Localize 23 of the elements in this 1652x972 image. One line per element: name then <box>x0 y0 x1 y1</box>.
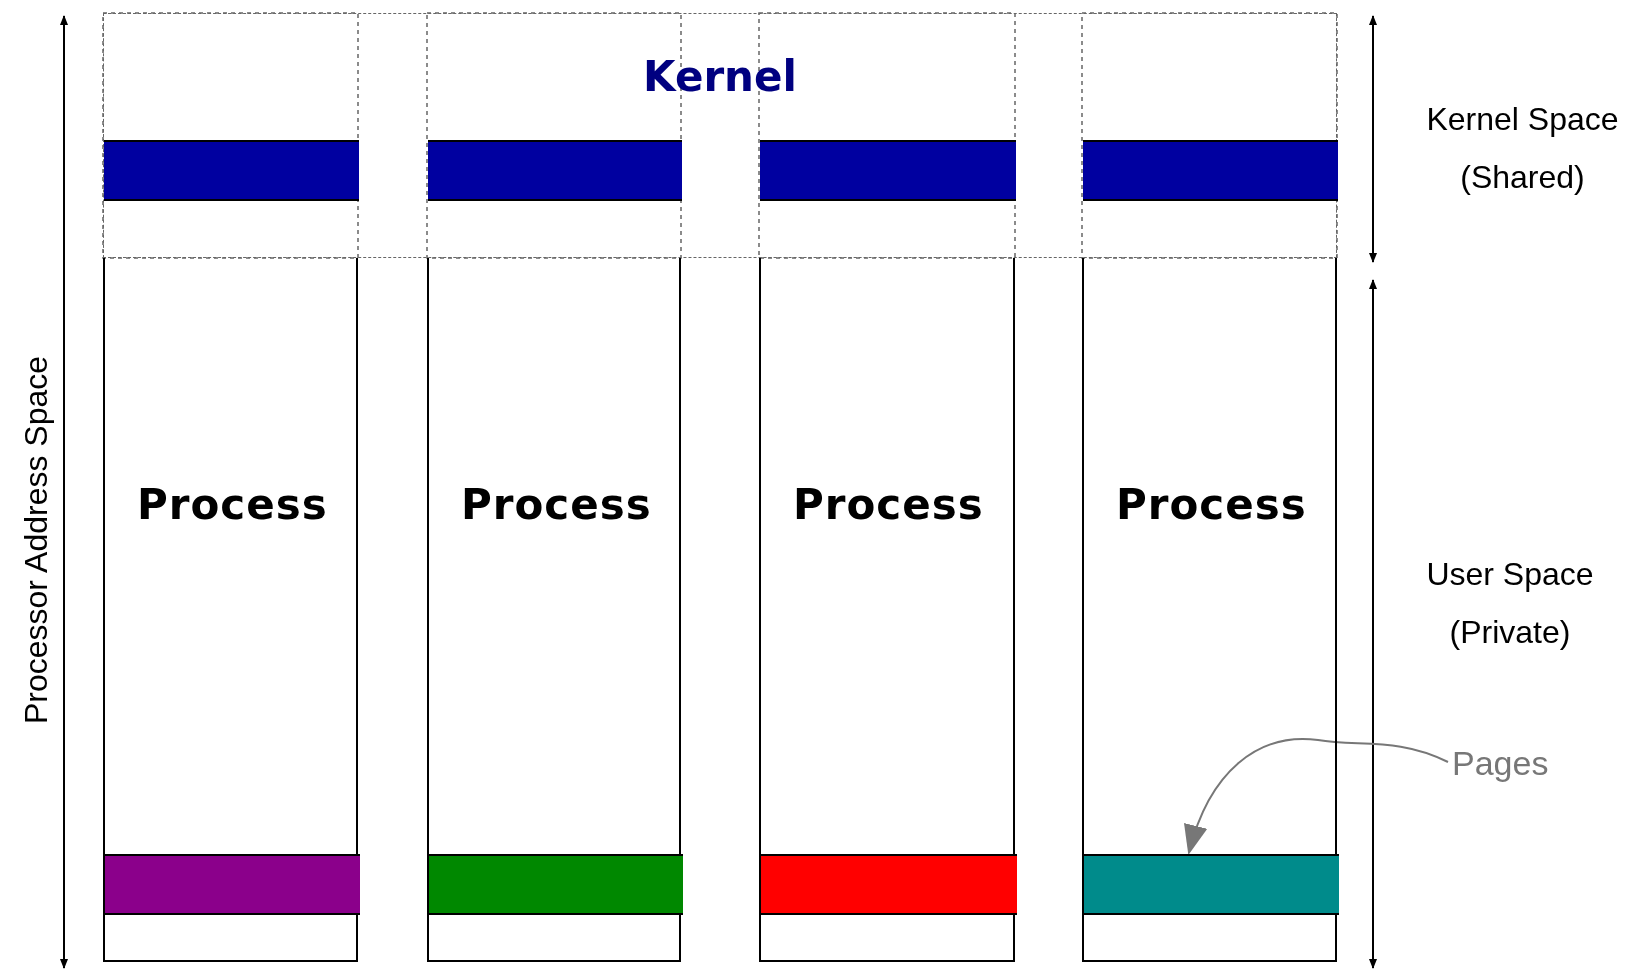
page-bar <box>105 854 360 915</box>
process-column <box>759 258 1015 962</box>
column-title: Process <box>137 480 328 529</box>
leader-line <box>1185 738 1449 855</box>
column-title: Process <box>461 480 652 529</box>
page-bar <box>1084 854 1339 915</box>
axis-label: Processor Address Space <box>18 355 54 725</box>
region-label: User Space (Private) <box>1425 555 1595 652</box>
page-bar <box>1083 140 1338 201</box>
column-title: Process <box>793 480 984 529</box>
page-bar <box>104 140 359 201</box>
kernel-region <box>103 13 1337 258</box>
page-bar <box>428 140 682 201</box>
process-column <box>1082 258 1337 962</box>
process-column <box>427 258 681 962</box>
process-column <box>103 258 358 962</box>
column-title: Process <box>1116 480 1307 529</box>
callout-text: Pages <box>1452 744 1549 783</box>
page-bar <box>429 854 683 915</box>
page-bar <box>760 140 1016 201</box>
page-bar <box>761 854 1017 915</box>
region-title: Kernel <box>642 52 798 101</box>
region-label: Kernel Space (Shared) <box>1425 100 1620 197</box>
